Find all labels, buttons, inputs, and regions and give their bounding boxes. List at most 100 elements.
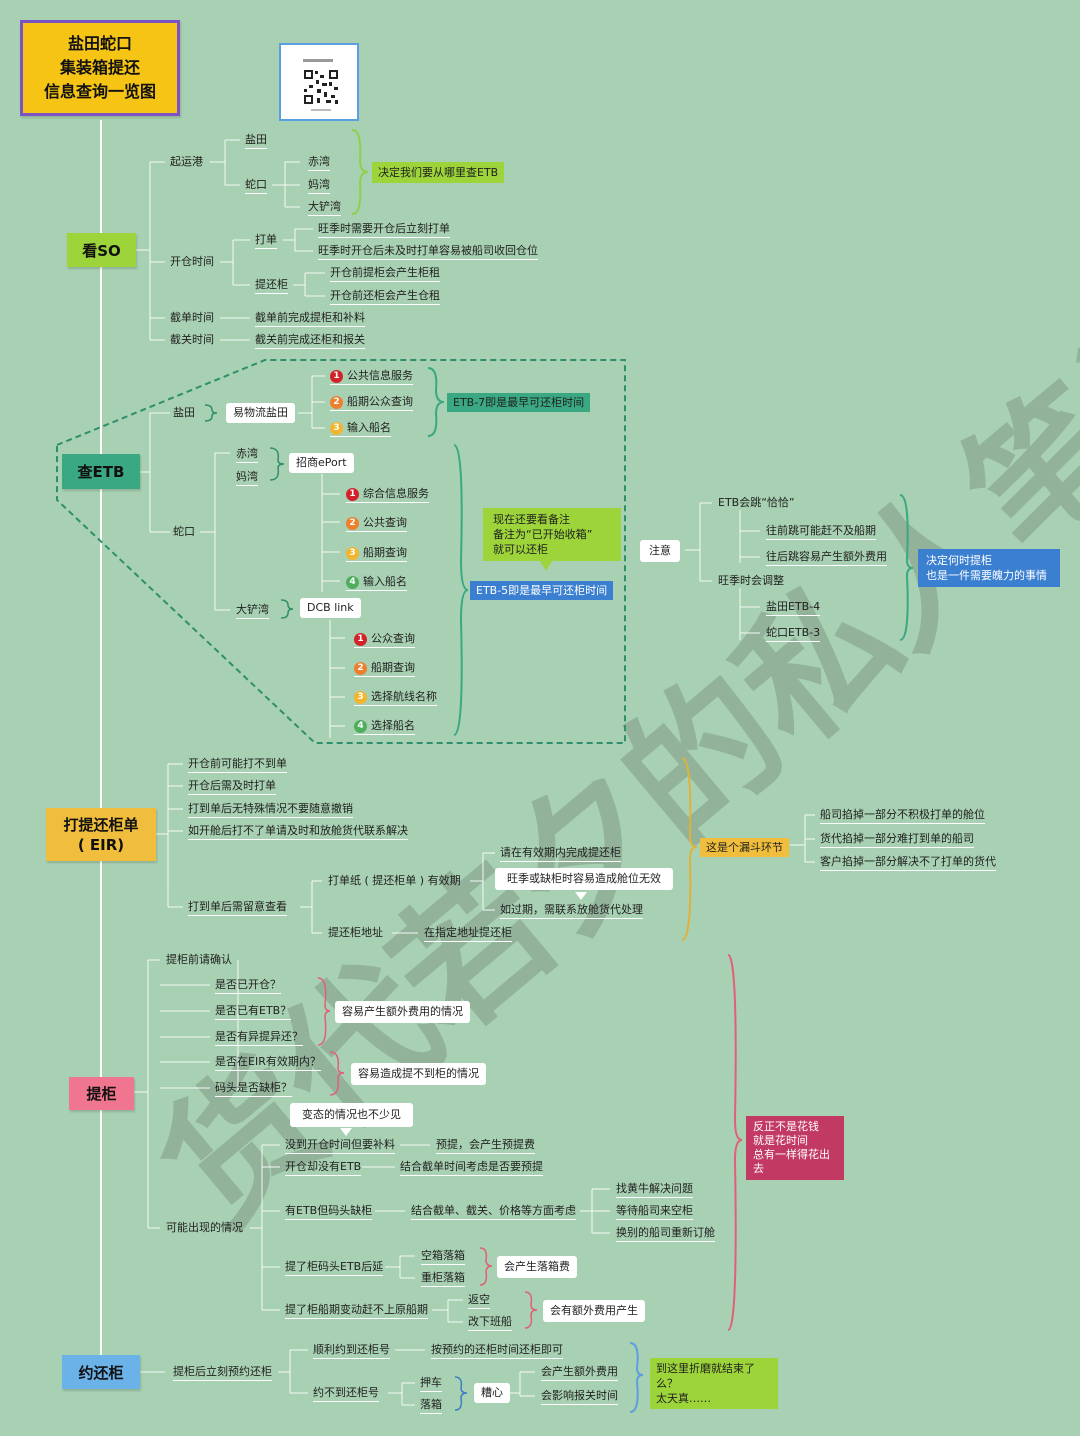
so-tigui2: 开仓前还柜会产生仓租 bbox=[330, 289, 440, 305]
section-cha-etb: 查ETB bbox=[62, 454, 140, 489]
pick-s2a: 结合截单时间考虑是否要预提 bbox=[400, 1160, 543, 1176]
eir-e: 打到单后需留意查看 bbox=[188, 900, 287, 916]
etb-e2-label: 公共查询 bbox=[363, 516, 407, 529]
title-line2: 集装箱提还 bbox=[59, 58, 140, 77]
etb-d2-label: 船期查询 bbox=[371, 661, 415, 674]
pick-s5n-box: 会有额外费用产生 bbox=[543, 1300, 645, 1322]
num-4-icon: 4 bbox=[346, 575, 359, 589]
ret-end-line2: 太天真…… bbox=[656, 1392, 711, 1405]
pick-s1: 没到开仓时间但要补料 bbox=[285, 1138, 395, 1154]
eir-loop-box: 这是个漏斗环节 bbox=[700, 838, 789, 857]
eir-b: 开仓后需及时打单 bbox=[188, 779, 276, 795]
so-note-box: 决定我们要从哪里查ETB bbox=[372, 162, 505, 183]
pick-q1: 是否已开仓？ bbox=[215, 978, 281, 994]
eir-f: 打单纸 ( 提还柜单 ) 有效期 bbox=[328, 874, 461, 887]
pick-q3: 是否有异提异还？ bbox=[215, 1030, 303, 1046]
etb-callout-pointer bbox=[540, 561, 552, 571]
so-qiyungang: 起运港 bbox=[170, 155, 203, 168]
ret-c2: 落箱 bbox=[420, 1398, 442, 1414]
etb-d4-label: 选择船名 bbox=[371, 719, 415, 732]
section-tigui: 提柜 bbox=[69, 1077, 134, 1110]
so-tigui1: 开仓前提柜会产生柜租 bbox=[330, 266, 440, 282]
so-yantian: 盐田 bbox=[245, 133, 267, 149]
num-2-icon: 2 bbox=[330, 395, 343, 409]
pick-s3c: 等待船司来空柜 bbox=[616, 1204, 693, 1220]
eir-d: 如开舱后打不了单请及时和放舱货代联系解决 bbox=[188, 824, 408, 840]
ret-c1: 押车 bbox=[420, 1376, 442, 1392]
eir-c: 打到单后无特殊情况不要随意撤销 bbox=[188, 802, 353, 818]
pick-s3: 有ETB但码头缺柜 bbox=[285, 1204, 373, 1220]
eir-g1: 在指定地址提还柜 bbox=[424, 926, 512, 942]
etb-decide-line2: 也是一件需要魄力的事情 bbox=[926, 569, 1047, 582]
pick-s3b: 找黄牛解决问题 bbox=[616, 1182, 693, 1198]
section-kanso: 看SO bbox=[67, 233, 136, 267]
etb-e1-label: 综合信息服务 bbox=[363, 487, 429, 500]
etb-callout: 现在还要看备注 备注为“已开始收箱” 就可以还柜 bbox=[483, 508, 621, 561]
pick-s3a: 结合截单、截关、价格等方面考虑 bbox=[411, 1204, 576, 1220]
so-jieguan: 截关时间 bbox=[170, 333, 214, 346]
ret-a: 提柜后立刻预约还柜 bbox=[173, 1365, 272, 1381]
ret-b1: 按预约的还柜时间还柜即可 bbox=[431, 1343, 563, 1359]
ret-b: 顺利约到还柜号 bbox=[313, 1343, 390, 1359]
so-jiedan: 截单时间 bbox=[170, 311, 214, 324]
title-line3: 信息查询一览图 bbox=[43, 82, 156, 101]
etb-shekou: 蛇口 bbox=[173, 525, 195, 538]
eir-f2-pointer bbox=[575, 892, 587, 900]
etb-zhuyi-box: 注意 bbox=[640, 540, 680, 562]
etb-mawan: 妈湾 bbox=[236, 470, 258, 486]
num-2-icon: 2 bbox=[346, 516, 359, 530]
etb-sk3: 蛇口ETB-3 bbox=[766, 626, 821, 642]
num-1-icon: 1 bbox=[346, 487, 359, 501]
pick-s5: 提了柜船期变动赶不上原船期 bbox=[285, 1303, 428, 1319]
num-3-icon: 3 bbox=[354, 690, 367, 704]
qr-code-image bbox=[279, 43, 359, 121]
etb-e3-label: 船期查询 bbox=[363, 546, 407, 559]
pick-money-line1: 反正不是花钱 bbox=[753, 1120, 819, 1133]
section-eir-line2: ( EIR) bbox=[77, 835, 125, 854]
etb-yt4: 盐田ETB-4 bbox=[766, 600, 821, 616]
pick-bian-pointer bbox=[340, 1128, 352, 1136]
pick-s5b: 改下班船 bbox=[468, 1315, 512, 1331]
pick-s5a: 返空 bbox=[468, 1293, 490, 1309]
etb-y3-label: 输入船名 bbox=[347, 421, 391, 434]
title-box: 盐田蛇口 集装箱提还 信息查询一览图 bbox=[20, 20, 180, 116]
etb-dcb-box: DCB link bbox=[300, 598, 361, 618]
ret-x2: 会影响报关时间 bbox=[541, 1389, 618, 1405]
section-huangui: 约还柜 bbox=[62, 1355, 140, 1389]
so-dadan1: 旺季时需要开仓后立刻打单 bbox=[318, 222, 450, 238]
so-mawan: 妈湾 bbox=[308, 178, 330, 194]
ret-end-line1: 到这里折磨就结束了么？ bbox=[656, 1362, 755, 1390]
etb-callout-line3: 就可以还柜 bbox=[493, 543, 548, 556]
pick-confirm: 提柜前请确认 bbox=[166, 953, 232, 966]
so-dadan: 打单 bbox=[255, 233, 277, 249]
pick-money-box: 反正不是花钱 就是花时间 总有一样得花出去 bbox=[746, 1116, 844, 1180]
pick-q2: 是否已有ETB？ bbox=[215, 1004, 292, 1020]
etb-e2: 2 公共查询 bbox=[346, 516, 407, 532]
num-1-icon: 1 bbox=[354, 632, 367, 646]
eir-l3: 客户掐掉一部分解决不了打单的货代 bbox=[820, 855, 996, 871]
eir-f1: 请在有效期内完成提还柜 bbox=[500, 846, 621, 862]
etb-tiao1: 往前跳可能赶不及船期 bbox=[766, 524, 876, 540]
eir-l2: 货代掐掉一部分难打到单的船司 bbox=[820, 832, 974, 848]
pick-s4a: 空箱落箱 bbox=[421, 1249, 465, 1265]
so-chiwan: 赤湾 bbox=[308, 155, 330, 171]
etb7-box: ETB-7即是最早可还柜时间 bbox=[447, 393, 591, 412]
so-tigui: 提还柜 bbox=[255, 278, 288, 294]
etb-ywl-box: 易物流盐田 bbox=[226, 403, 295, 423]
etb-eport-box: 招商ePort bbox=[289, 453, 354, 473]
so-jiedan1: 截单前完成提柜和补料 bbox=[255, 311, 365, 327]
so-kaicang: 开仓时间 bbox=[170, 255, 214, 268]
eir-l1: 船司掐掉一部分不积极打单的舱位 bbox=[820, 808, 985, 824]
eir-g: 提还柜地址 bbox=[328, 926, 383, 939]
pick-money-line3: 总有一样得花出去 bbox=[753, 1148, 830, 1175]
etb-tiao2: 往后跳容易产生额外费用 bbox=[766, 550, 887, 566]
pick-s4b: 重柜落箱 bbox=[421, 1271, 465, 1287]
eir-f2-box: 旺季或缺柜时容易造成舱位无效 bbox=[495, 868, 673, 890]
